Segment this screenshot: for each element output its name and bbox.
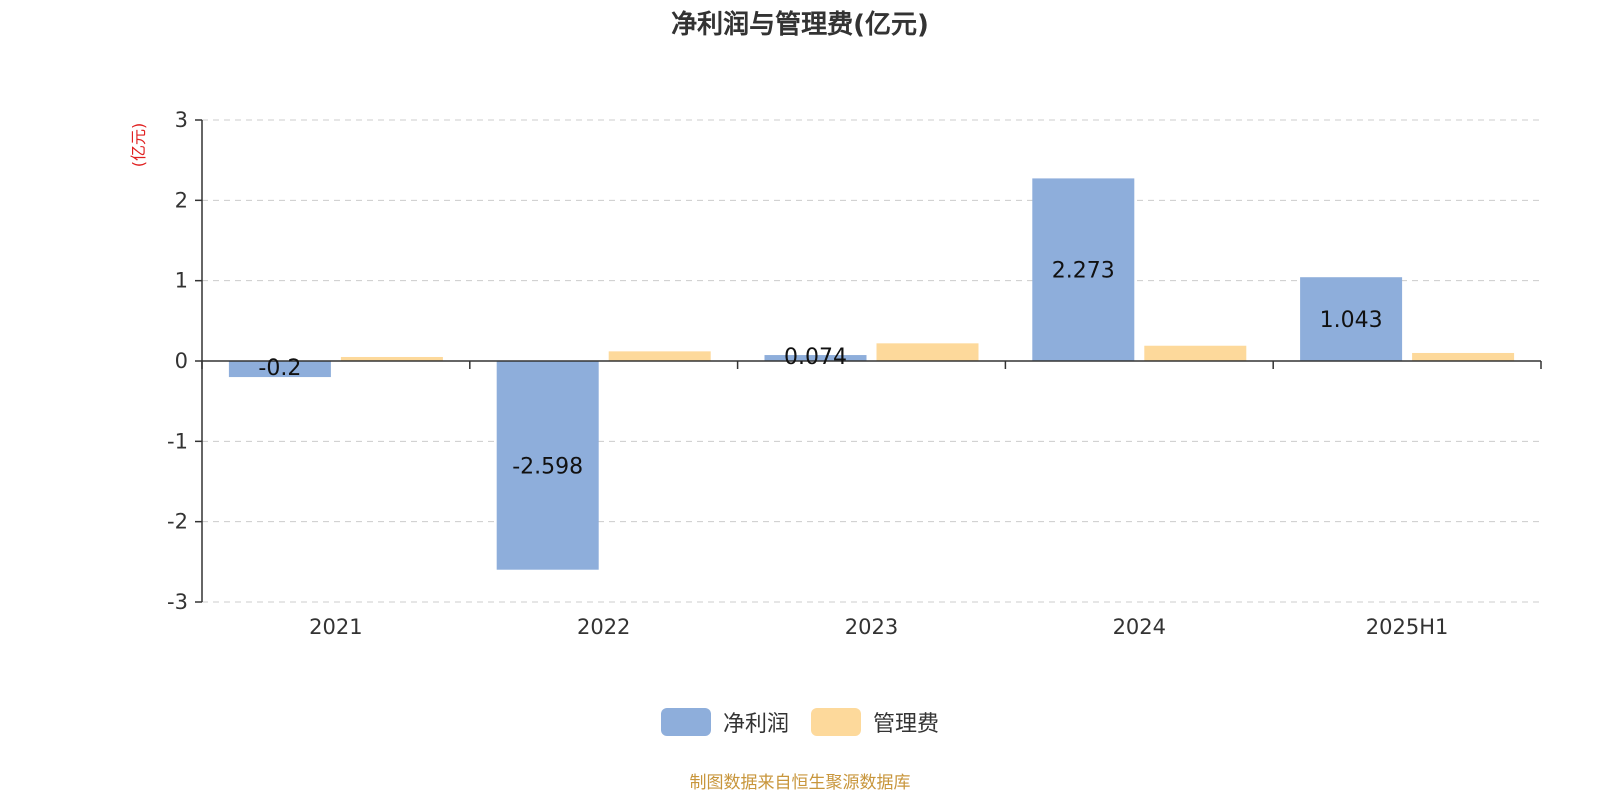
y-tick-label: -2 (167, 510, 188, 534)
y-tick-label: -3 (167, 590, 188, 614)
legend-label: 管理费 (873, 712, 940, 737)
legend: 净利润 管理费 (0, 706, 1600, 738)
y-tick-label: 2 (175, 188, 188, 212)
axes (195, 119, 1542, 603)
y-axis-label: (亿元) (129, 123, 148, 168)
x-tick-label: 2021 (309, 615, 362, 639)
data-labels: -0.2 -2.598 0.074 2.273 1.043 (258, 259, 1382, 480)
bar-管理费 (1144, 345, 1247, 361)
x-tick-label: 2024 (1113, 615, 1166, 639)
bar-净利润 (1300, 277, 1403, 361)
bar-净利润 (228, 361, 331, 378)
tick-labels: -3 -2 -1 0 1 2 3 (亿元) 2021 2022 2023 2024 2025H1 (129, 108, 1448, 639)
y-tick-label: 0 (175, 349, 188, 373)
bar-管理费 (876, 343, 979, 361)
x-tick-label: 2025H1 (1366, 615, 1449, 639)
legend-item[interactable]: 管理费 (811, 706, 939, 738)
data-label: 2.273 (1052, 259, 1115, 284)
bar-净利润 (1032, 178, 1135, 361)
y-tick-label: 3 (175, 108, 188, 132)
bar-净利润 (764, 355, 867, 361)
bar-管理费 (1412, 352, 1515, 361)
legend-swatch (660, 708, 711, 736)
legend-label: 净利润 (722, 712, 789, 737)
bar-管理费 (608, 351, 711, 361)
y-tick-label: 1 (175, 269, 188, 293)
data-label: 0.074 (784, 345, 847, 370)
data-label: -0.2 (258, 356, 301, 381)
x-tick-label: 2022 (577, 615, 630, 639)
bar-净利润 (496, 361, 599, 570)
data-label: -2.598 (512, 454, 583, 479)
bar-chart: -3 -2 -1 0 1 2 3 (亿元) 2021 2022 2023 2024 2025H1 -0.… (129, 108, 1542, 639)
legend-swatch (811, 708, 861, 736)
legend-item[interactable]: 净利润 (660, 706, 789, 738)
x-tick-label: 2023 (845, 615, 898, 639)
chart-title: 净利润与管理费(亿元) (671, 10, 929, 40)
y-tick-label: -1 (167, 429, 188, 453)
data-label: 1.043 (1320, 308, 1383, 333)
source-note: 制图数据来自恒生聚源数据库 (689, 773, 911, 793)
bars (228, 178, 1515, 570)
bar-管理费 (340, 356, 443, 361)
